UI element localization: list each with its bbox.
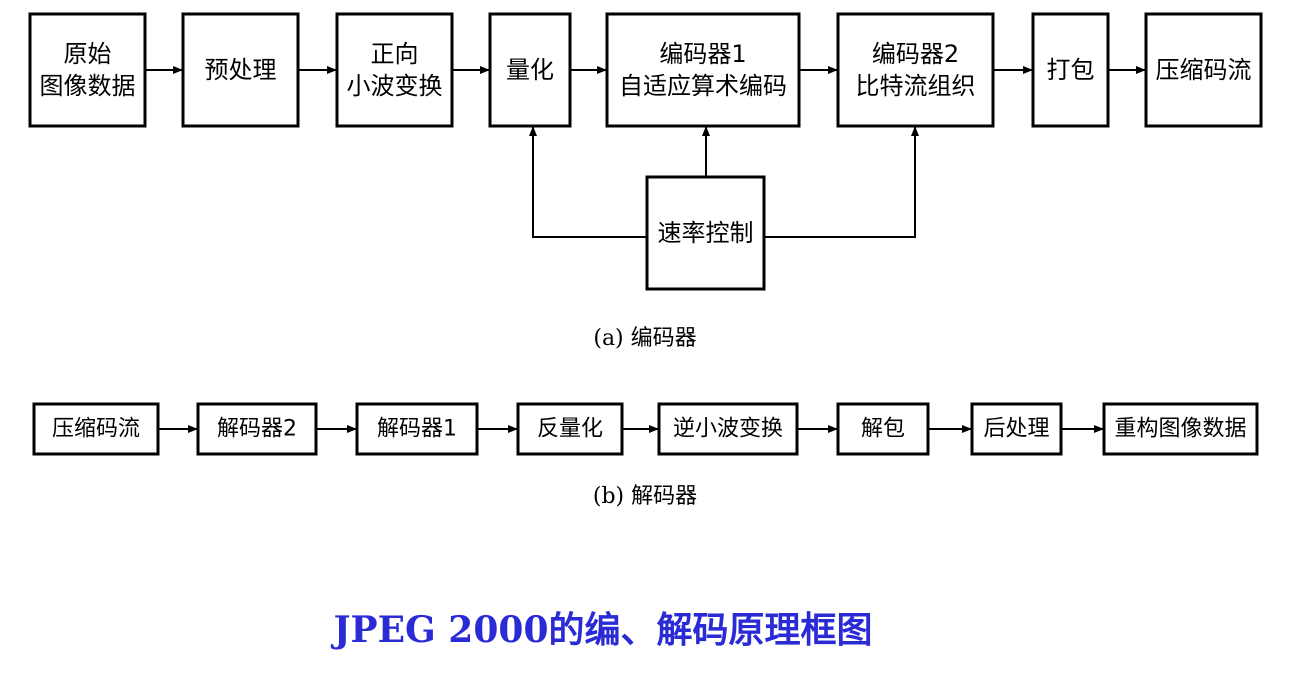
rate-to-coder2-arrow xyxy=(764,126,919,238)
enc-stream-frame xyxy=(1144,12,1263,128)
dec-postprocess-frame xyxy=(970,402,1063,456)
decoder-caption: (b) 解码器 xyxy=(593,484,697,509)
diagram-title: JPEG 2000的编、解码原理框图 xyxy=(330,609,872,651)
dec-decoder1-frame xyxy=(355,402,479,456)
enc-wavelet-label-1: 正向 xyxy=(371,40,419,68)
dec-stream-frame xyxy=(32,402,160,456)
dec-decoder2-label-1: 解码器2 xyxy=(217,417,297,442)
enc-pack-label-1: 打包 xyxy=(1047,56,1095,84)
enc-coder1-label-1: 编码器1 xyxy=(659,40,746,68)
enc-rate-label-1: 速率控制 xyxy=(658,219,754,247)
enc-stream-label-1: 压缩码流 xyxy=(1156,56,1252,84)
dec-stream-label-1: 压缩码流 xyxy=(52,417,140,442)
enc-quantize-box: 量化 xyxy=(488,12,572,128)
enc-coder1-frame xyxy=(605,12,801,128)
enc-pack-box: 打包 xyxy=(1031,12,1110,128)
dec-unpack-box: 解包 xyxy=(836,402,930,456)
rate-to-quantize-arrow xyxy=(529,126,647,238)
enc-coder1-box: 编码器1 自适应算术编码 xyxy=(605,12,801,128)
enc-original-label-1: 原始 xyxy=(64,40,112,68)
dec-unpack-frame xyxy=(836,402,930,456)
enc-quantize-frame xyxy=(488,12,572,128)
dec-dequant-box: 反量化 xyxy=(516,402,624,456)
dec-reconstruct-frame xyxy=(1102,402,1259,456)
dec-decoder2-frame xyxy=(196,402,318,456)
encoder-caption: (a) 编码器 xyxy=(593,326,696,351)
enc-coder2-label-1: 编码器2 xyxy=(872,40,959,68)
enc-coder2-box: 编码器2 比特流组织 xyxy=(836,12,995,128)
enc-quantize-label-1: 量化 xyxy=(506,56,554,84)
dec-reconstruct-label-1: 重构图像数据 xyxy=(1114,417,1246,442)
enc-preprocess-box: 预处理 xyxy=(181,12,300,128)
dec-dequant-label-1: 反量化 xyxy=(537,417,603,442)
dec-postprocess-box: 后处理 xyxy=(970,402,1063,456)
dec-unpack-label-1: 解包 xyxy=(861,417,905,442)
dec-inverse-box: 逆小波变换 xyxy=(657,402,799,456)
dec-reconstruct-box: 重构图像数据 xyxy=(1102,402,1259,456)
enc-preprocess-label-1: 预处理 xyxy=(205,56,277,84)
boxes: 原始图像数据预处理正向小波变换量化编码器1自适应算术编码编码器2比特流组织打包压… xyxy=(28,12,1263,456)
enc-preprocess-frame xyxy=(181,12,300,128)
dec-decoder1-box: 解码器1 xyxy=(355,402,479,456)
dec-decoder1-label-1: 解码器1 xyxy=(377,417,457,442)
enc-stream-box: 压缩码流 xyxy=(1144,12,1263,128)
enc-rate-frame xyxy=(645,175,766,291)
dec-inverse-frame xyxy=(657,402,799,456)
enc-original-frame xyxy=(28,12,147,128)
enc-original-label-2: 图像数据 xyxy=(40,72,136,100)
dec-dequant-frame xyxy=(516,402,624,456)
dec-inverse-label-1: 逆小波变换 xyxy=(673,417,783,442)
connectors xyxy=(145,66,1146,433)
enc-rate-box: 速率控制 xyxy=(645,175,766,291)
enc-coder1-label-2: 自适应算术编码 xyxy=(619,72,787,100)
dec-stream-box: 压缩码流 xyxy=(32,402,160,456)
enc-wavelet-frame xyxy=(335,12,454,128)
enc-pack-frame xyxy=(1031,12,1110,128)
enc-coder2-frame xyxy=(836,12,995,128)
dec-decoder2-box: 解码器2 xyxy=(196,402,318,456)
dec-postprocess-label-1: 后处理 xyxy=(983,417,1049,442)
enc-coder2-label-2: 比特流组织 xyxy=(856,72,976,100)
enc-wavelet-label-2: 小波变换 xyxy=(347,72,443,100)
